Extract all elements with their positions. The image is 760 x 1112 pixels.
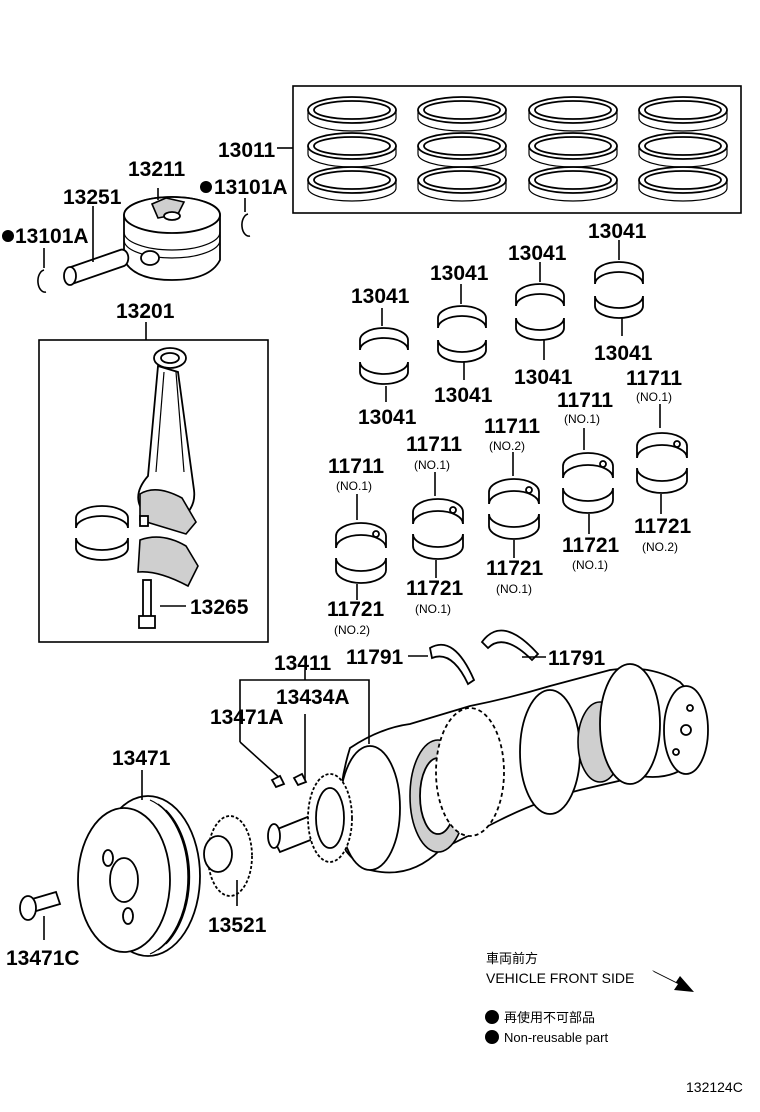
label-13265: 13265: [190, 596, 249, 619]
crank-pulley: 13471: [77, 747, 201, 957]
label-13041-f: 13041: [514, 366, 573, 389]
label-11711-b: 11711: [406, 433, 462, 456]
note-11711-b: (NO.1): [414, 458, 450, 472]
thrust-washer-right: 11791: [480, 629, 606, 670]
legend-nonreusable-jp: 再使用不可部品: [504, 1010, 595, 1026]
ring-set-3: [528, 96, 618, 202]
nonreusable-mark-icon: [2, 230, 14, 242]
main-bearing-set-5: 11711 (NO.1) 11721 (NO.2): [626, 367, 692, 554]
ring-set-4: [638, 96, 728, 202]
label-11791-left: 11791: [346, 646, 404, 669]
note-11711-e: (NO.1): [636, 390, 672, 404]
main-bearing-set-1: 11711 (NO.1) 11721 (NO.2): [327, 455, 387, 637]
main-bearing-set-4: 11711 (NO.1) 11721 (NO.1): [557, 389, 620, 572]
nonreusable-mark-icon: [485, 1010, 499, 1024]
label-11721-b: 11721: [406, 577, 464, 600]
label-13101a-left: 13101A: [15, 225, 89, 248]
connecting-rod-assy: 13201 13265: [38, 300, 269, 643]
label-11711-e: 11711: [626, 367, 682, 390]
label-11791-right: 11791: [548, 647, 606, 670]
label-13011: 13011: [218, 139, 276, 162]
label-13434a: 13434A: [276, 686, 350, 709]
note-11711-d: (NO.1): [564, 412, 600, 426]
legend: 車両前方 VEHICLE FRONT SIDE 再使用不可部品 Non-reus…: [485, 951, 694, 1045]
rod-bearing-pair-2: 13041 13041: [430, 262, 493, 407]
snap-ring-right: 13101A: [200, 176, 288, 237]
label-11721-e: 11721: [634, 515, 692, 538]
front-arrow-icon: [652, 970, 694, 992]
main-bearing-set-3: 11711 (NO.2) 11721 (NO.1): [484, 415, 544, 596]
label-13471c: 13471C: [6, 947, 80, 970]
crankshaft: 13411 13434A 13471A: [210, 652, 709, 874]
nonreusable-mark-icon: [485, 1030, 499, 1044]
note-11711-a: (NO.1): [336, 479, 372, 493]
label-11721-a: 11721: [327, 598, 385, 621]
timing-sprocket: 13521: [203, 815, 267, 937]
label-13041-g: 13041: [588, 220, 647, 243]
thrust-washer-left: 11791: [346, 643, 476, 686]
label-13471: 13471: [112, 747, 171, 770]
piston-ring-set: 13011: [218, 85, 742, 214]
label-13041-c: 13041: [430, 262, 489, 285]
label-13251: 13251: [63, 186, 122, 209]
main-bearing-set-2: 11711 (NO.1) 11721 (NO.1): [406, 433, 464, 616]
note-11721-c: (NO.1): [496, 582, 532, 596]
label-11711-c: 11711: [484, 415, 540, 438]
label-13521: 13521: [208, 914, 267, 937]
rod-bearing-pair-1: 13041 13041: [351, 285, 417, 429]
label-13041-d: 13041: [434, 384, 493, 407]
ring-set-1: [307, 96, 397, 202]
label-11711-d: 11711: [557, 389, 613, 412]
label-13211: 13211: [128, 158, 186, 181]
label-13041-h: 13041: [594, 342, 653, 365]
label-13041-b: 13041: [358, 406, 417, 429]
label-13041-e: 13041: [508, 242, 567, 265]
ring-set-2: [417, 96, 507, 202]
label-13041-a: 13041: [351, 285, 410, 308]
note-11721-b: (NO.1): [415, 602, 451, 616]
label-11711-a: 11711: [328, 455, 384, 478]
label-13411: 13411: [274, 652, 332, 675]
legend-front-en: VEHICLE FRONT SIDE: [486, 970, 634, 986]
label-13471a: 13471A: [210, 706, 284, 729]
diagram-code: 132124C: [686, 1079, 743, 1095]
note-11721-d: (NO.1): [572, 558, 608, 572]
label-11721-c: 11721: [486, 557, 544, 580]
rod-bearing-pair-3: 13041 13041: [508, 242, 573, 389]
note-11721-a: (NO.2): [334, 623, 370, 637]
nonreusable-mark-icon: [200, 181, 212, 193]
snap-ring-left: 13101A: [2, 225, 89, 293]
note-11711-c: (NO.2): [489, 439, 525, 453]
rod-bearing-pair-4: 13041 13041: [588, 220, 653, 365]
piston-pin: 13251: [63, 186, 130, 286]
legend-front-jp: 車両前方: [486, 951, 538, 967]
note-11721-e: (NO.2): [642, 540, 678, 554]
label-13101a-right: 13101A: [214, 176, 288, 199]
label-13201: 13201: [116, 300, 175, 323]
piston: 13211: [123, 158, 221, 281]
label-11721-d: 11721: [562, 534, 620, 557]
legend-nonreusable-en: Non-reusable part: [504, 1030, 608, 1045]
pulley-bolt: 13471C: [6, 890, 80, 970]
